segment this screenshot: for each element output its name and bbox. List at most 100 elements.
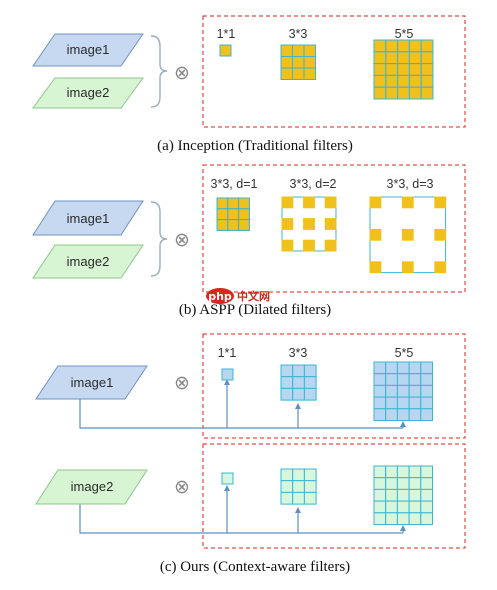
context-filter-3x3-image1-cell bbox=[303, 387, 317, 401]
panel-a: image1 image2 ⊗ 1*1 3*3 5*5 (a) Inceptio… bbox=[32, 15, 466, 154]
context-filter-5x5-image1-cell bbox=[420, 408, 433, 421]
filter-5x5-a-cell bbox=[373, 39, 387, 53]
context-filter-5x5-image1-cell bbox=[408, 373, 422, 386]
context-filter-5x5-image2-cell bbox=[408, 477, 422, 490]
context-filter-5x5-image2-cell bbox=[373, 477, 387, 490]
filter-5x5-a-cell bbox=[385, 39, 399, 53]
context-filter-5x5-image1-cell bbox=[385, 396, 398, 410]
context-filter-5x5-image2-cell bbox=[408, 488, 422, 502]
dilated-filter-d3-tap bbox=[369, 228, 382, 241]
filter-5x5-a-cell bbox=[397, 63, 410, 76]
arrowhead-image2-5x5 bbox=[400, 525, 406, 531]
traditional-filter-grids bbox=[219, 39, 434, 100]
context-filter-5x5-image1-cell bbox=[373, 384, 387, 398]
filter-5x5-a-cell bbox=[408, 63, 422, 76]
context-filter-3x3-image1-cell bbox=[280, 376, 294, 389]
context-filter-5x5-image1-cell bbox=[396, 396, 410, 410]
dilated-filter-grids bbox=[216, 196, 447, 274]
filter-3x3-a-cell bbox=[303, 56, 316, 69]
filter-box-c2 bbox=[202, 443, 466, 549]
dilated-filter-d1-tap bbox=[216, 197, 229, 210]
context-filter-5x5-image1-cell bbox=[408, 384, 422, 398]
filter-5x5-a-cell bbox=[397, 39, 410, 53]
filter-5x5-a-cell bbox=[373, 63, 387, 76]
multiply-operator-c2: ⊗ bbox=[174, 476, 190, 498]
image1-parallelogram-a bbox=[32, 33, 144, 67]
context-filter-5x5-image2-cell bbox=[385, 512, 398, 525]
dilated-filter-d2-tap bbox=[324, 239, 337, 252]
context-filter-5x5-image1-cell bbox=[396, 408, 410, 421]
dilated-filter-d3-tap bbox=[369, 196, 382, 209]
filter-5x5-a-cell bbox=[408, 51, 422, 65]
context-filter-3x3-image2-cell bbox=[280, 491, 294, 505]
dilated-filter-d1-tap bbox=[227, 219, 240, 231]
filter-3x3-a-cell bbox=[292, 67, 305, 80]
dilated-filter-d2-tap bbox=[303, 218, 315, 230]
dilated-filter-d2-tap bbox=[281, 239, 294, 252]
connector-image2-1x1 bbox=[79, 486, 228, 534]
arrowhead-image1-1x1 bbox=[224, 379, 230, 385]
filter-label-3x3-a: 3*3 bbox=[289, 27, 308, 41]
caption-a: (a) Inception (Traditional filters) bbox=[157, 138, 353, 154]
context-filter-5x5-image1-cell bbox=[420, 373, 433, 386]
filter-label-d1: 3*3, d=1 bbox=[211, 177, 258, 191]
context-filter-5x5-image2-cell bbox=[408, 465, 422, 479]
filter-5x5-a-cell bbox=[385, 51, 399, 65]
dilated-filter-d3-tap bbox=[369, 261, 382, 274]
filter-box-a bbox=[202, 15, 466, 128]
context-filter-5x5-image2-cell bbox=[373, 465, 387, 479]
watermark-text: 中文网 bbox=[237, 289, 270, 303]
image2-label-b: image2 bbox=[67, 254, 110, 269]
context-filter-3x3-image2-cell bbox=[280, 480, 294, 493]
image1-label-a: image1 bbox=[67, 42, 110, 57]
dilated-filter-d3-tap bbox=[434, 196, 447, 209]
filter-5x5-a-cell bbox=[408, 86, 422, 100]
context-filter-5x5-image1-cell bbox=[420, 361, 433, 375]
image1-parallelogram-b bbox=[32, 200, 144, 236]
dilated-filter-d1-tap bbox=[238, 197, 250, 210]
context-filter-5x5-image2-cell bbox=[385, 500, 398, 514]
context-filter-5x5-image1-cell bbox=[385, 384, 398, 398]
filter-box-b bbox=[202, 164, 466, 293]
filter-label-1x1-a: 1*1 bbox=[217, 27, 236, 41]
multiply-operator-a: ⊗ bbox=[174, 62, 190, 84]
filter-5x5-a-cell bbox=[420, 51, 434, 65]
context-filter-5x5-image2-cell bbox=[373, 488, 387, 502]
context-filter-5x5-image2-cell bbox=[420, 465, 433, 479]
filter-3x3-a-cell bbox=[303, 44, 316, 57]
dilated-filter-d3-tap bbox=[434, 261, 447, 274]
image1-label-b: image1 bbox=[67, 211, 110, 226]
context-filter-3x3-image1-cell bbox=[292, 387, 305, 401]
context-filter-5x5-image2-cell bbox=[385, 488, 398, 502]
filter-3x3-a-cell bbox=[292, 56, 305, 69]
context-filter-5x5-image2-cell bbox=[408, 512, 422, 525]
context-filter-5x5-image2-cell bbox=[385, 477, 398, 490]
dilated-filter-d2-tap bbox=[303, 239, 315, 252]
filter-5x5-a-cell bbox=[373, 51, 387, 65]
filter-label-5x5-c: 5*5 bbox=[395, 346, 414, 360]
context-filter-5x5-image1-cell bbox=[420, 396, 433, 410]
filter-3x3-a-cell bbox=[280, 56, 293, 69]
filter-1x1-a-cell bbox=[219, 44, 232, 57]
dilated-filter-d1-tap bbox=[238, 208, 250, 221]
filter-label-d3: 3*3, d=3 bbox=[387, 177, 434, 191]
panel-c: 1*1 3*3 5*5 image1 image2 ⊗ ⊗ (c) Ours (… bbox=[35, 333, 466, 575]
dilated-filter-d2-tap bbox=[281, 196, 294, 209]
dilated-filter-d3-tap bbox=[401, 228, 414, 241]
arrowhead-image2-1x1 bbox=[224, 485, 230, 491]
dilated-filter-d1-tap bbox=[227, 197, 240, 210]
context-filter-5x5-image2-cell bbox=[396, 512, 410, 525]
context-filter-3x3-image1-cell bbox=[280, 364, 294, 378]
context-filter-5x5-image1-cell bbox=[396, 373, 410, 386]
connector-image1-1x1 bbox=[79, 380, 228, 429]
context-filter-5x5-image1-cell bbox=[373, 361, 387, 375]
dilated-filter-d2-tap bbox=[324, 196, 337, 209]
context-filter-5x5-image2-cell bbox=[385, 465, 398, 479]
context-filter-5x5-image2-cell bbox=[408, 500, 422, 514]
filter-3x3-a-cell bbox=[303, 67, 316, 80]
image1-parallelogram-c bbox=[35, 365, 148, 400]
dilated-filter-d1-tap bbox=[238, 219, 250, 231]
filter-label-3x3-c: 3*3 bbox=[289, 346, 308, 360]
dilated-filter-d2-tap bbox=[324, 218, 337, 230]
context-filter-3x3-image2-cell bbox=[292, 480, 305, 493]
